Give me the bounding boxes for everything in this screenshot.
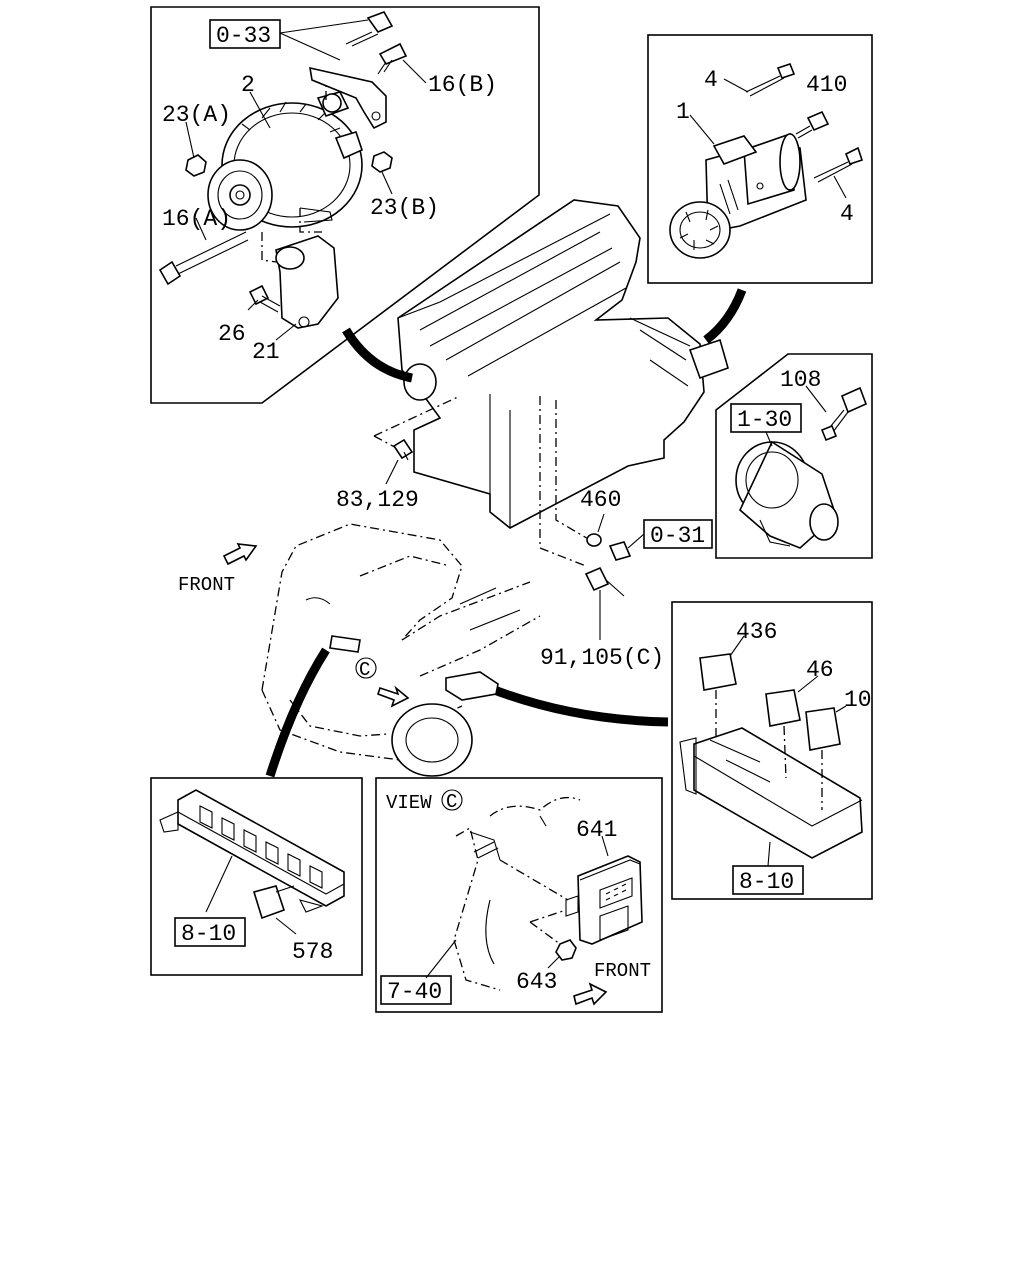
nut-23b xyxy=(371,151,393,173)
relay-46 xyxy=(765,689,801,779)
relay-in-vehicle xyxy=(329,635,361,653)
bolt-0-33 xyxy=(345,11,394,47)
front-arrow-main xyxy=(222,543,258,566)
sensor-108 xyxy=(820,386,868,442)
fuse-block-panel: 8-10 578 xyxy=(150,777,363,976)
starter-drawing xyxy=(669,132,807,259)
module-641 xyxy=(565,855,643,945)
ref-0-33: 0-33 xyxy=(216,23,271,49)
bolt-26 xyxy=(248,284,281,313)
bolt-16b xyxy=(377,42,408,75)
label-436: 436 xyxy=(736,619,777,645)
label-10: 10 xyxy=(844,687,872,713)
sensor-0-31 xyxy=(608,541,632,561)
label-26: 26 xyxy=(218,321,246,347)
bolt-4-top xyxy=(745,63,796,97)
ref-8-10-left: 8-10 xyxy=(181,921,236,947)
starter-panel: 4 410 1 4 xyxy=(647,34,873,284)
ref-1-30: 1-30 xyxy=(737,407,792,433)
nut-643 xyxy=(555,939,577,961)
bolt-410 xyxy=(795,110,830,139)
label-2: 2 xyxy=(241,72,255,98)
view-mark: C xyxy=(446,791,457,813)
switch-91-105c xyxy=(584,566,625,597)
label-21: 21 xyxy=(252,339,280,365)
alternator-drawing xyxy=(207,91,363,231)
arrow-view xyxy=(376,685,410,708)
label-16a: 16(A) xyxy=(162,206,231,232)
engine-block xyxy=(373,199,729,567)
label-23b: 23(B) xyxy=(370,195,439,221)
label-4-top: 4 xyxy=(704,67,718,93)
relay-578 xyxy=(252,885,286,920)
label-410: 410 xyxy=(806,72,847,98)
label-643: 643 xyxy=(516,969,557,995)
label-46: 46 xyxy=(806,657,834,683)
sensor-panel: 108 1-30 xyxy=(715,353,873,559)
front-label-main: FRONT xyxy=(178,574,235,596)
label-1: 1 xyxy=(676,99,690,125)
relay-436 xyxy=(699,653,737,738)
nut-23a xyxy=(185,154,207,177)
connector-view-c xyxy=(265,647,330,778)
view-c-panel: VIEW C 641 643 7-40 FRONT xyxy=(375,777,663,1013)
relay-box-tray xyxy=(693,727,863,859)
front-arrow-view xyxy=(573,982,608,1006)
label-641: 641 xyxy=(576,817,617,843)
connector-relay-box xyxy=(468,675,669,727)
engine-pulley xyxy=(403,363,437,401)
label-4-bottom: 4 xyxy=(840,201,854,227)
ref-7-40: 7-40 xyxy=(387,979,442,1005)
washer-460 xyxy=(586,533,602,547)
label-108: 108 xyxy=(780,367,821,393)
air-duct xyxy=(735,440,839,549)
alternator-panel: 0-33 16(B) 2 23(A) 23(B) 16(A) 26 21 xyxy=(150,6,540,404)
label-460: 460 xyxy=(580,487,621,513)
label-83-129: 83,129 xyxy=(336,487,419,513)
label-23a: 23(A) xyxy=(162,102,231,128)
label-578: 578 xyxy=(292,939,333,965)
front-label-view: FRONT xyxy=(594,960,651,982)
label-91-105c: 91,105(C) xyxy=(540,645,664,671)
car-view-mark: C xyxy=(359,659,370,681)
bolt-4-bottom xyxy=(813,146,864,183)
connector-starter xyxy=(703,288,747,344)
ref-8-10-right: 8-10 xyxy=(739,869,794,895)
ref-0-31: 0-31 xyxy=(650,523,705,549)
bolt-83-129 xyxy=(392,438,414,461)
vehicle-outline: C xyxy=(261,523,541,777)
connector-alternator xyxy=(342,327,413,383)
wheel xyxy=(391,703,473,777)
upper-bracket xyxy=(309,66,387,130)
relay-10 xyxy=(805,707,841,810)
bolt-16a xyxy=(158,231,249,286)
fuse-block-in-vehicle xyxy=(445,671,499,701)
relay-box-panel: 436 46 10 8-10 xyxy=(671,601,873,900)
view-label: VIEW xyxy=(386,792,432,814)
label-16b: 16(B) xyxy=(428,72,497,98)
